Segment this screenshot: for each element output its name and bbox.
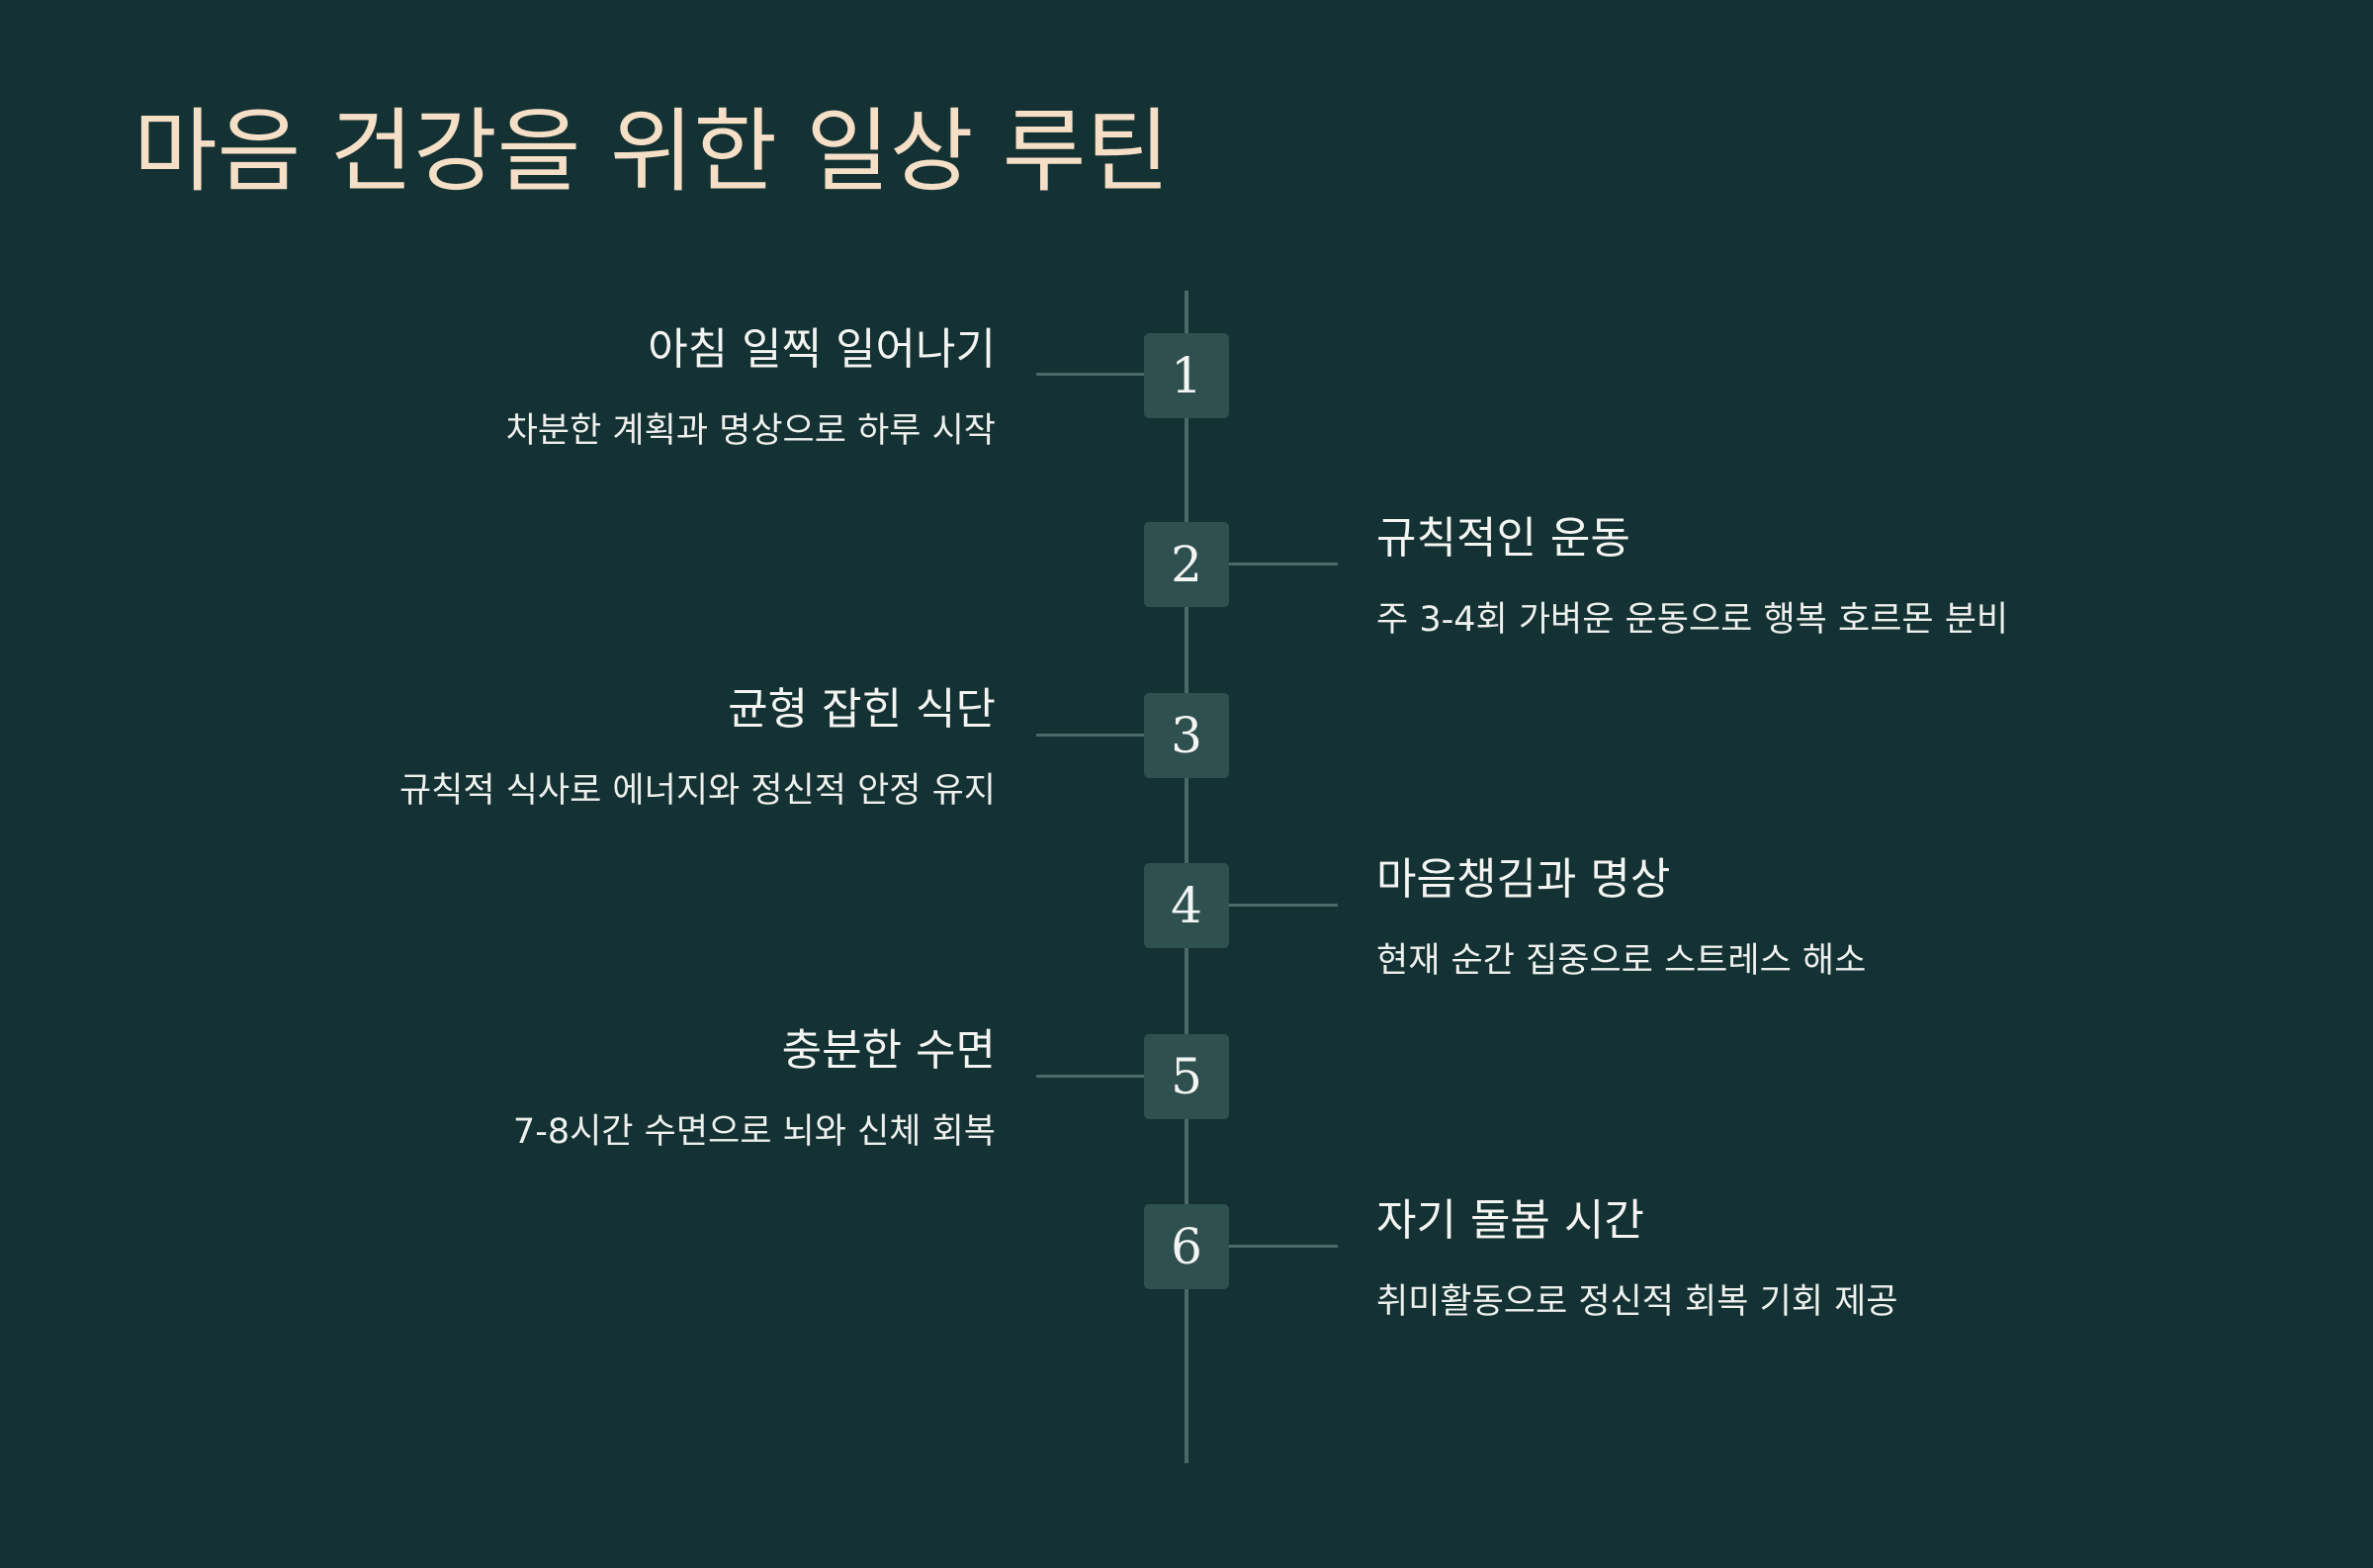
step-number-badge: 1 (1144, 333, 1229, 418)
step-connector (1229, 904, 1338, 907)
step-description: 현재 순간 집중으로 스트레스 해소 (1376, 941, 1867, 981)
step-connector (1036, 734, 1145, 737)
step-connector (1229, 563, 1338, 566)
step-number-badge: 4 (1144, 863, 1229, 948)
step-connector (1036, 1075, 1145, 1078)
step-description: 취미활동으로 정신적 회복 기회 제공 (1376, 1282, 1898, 1322)
step-description: 규칙적 식사로 에너지와 정신적 안정 유지 (398, 771, 996, 811)
step-title: 균형 잡힌 식단 (728, 684, 996, 735)
step-connector (1229, 1245, 1338, 1248)
step-description: 차분한 계획과 명상으로 하루 시작 (505, 411, 996, 451)
step-connector (1036, 373, 1145, 376)
step-title: 충분한 수면 (781, 1025, 996, 1076)
page-title: 마음 건강을 위한 일상 루틴 (133, 99, 1171, 205)
step-number-badge: 6 (1144, 1204, 1229, 1289)
step-number-badge: 2 (1144, 522, 1229, 607)
step-description: 7-8시간 수면으로 뇌와 신체 회복 (512, 1112, 996, 1152)
step-title: 아침 일찍 일어나기 (648, 324, 996, 375)
step-number-badge: 3 (1144, 693, 1229, 778)
step-title: 자기 돌봄 시간 (1376, 1195, 1644, 1246)
step-title: 규칙적인 운동 (1376, 513, 1630, 564)
step-description: 주 3-4회 가벼운 운동으로 행복 호르몬 분비 (1376, 600, 2009, 640)
step-number-badge: 5 (1144, 1034, 1229, 1119)
step-title: 마음챙김과 명상 (1376, 854, 1671, 905)
